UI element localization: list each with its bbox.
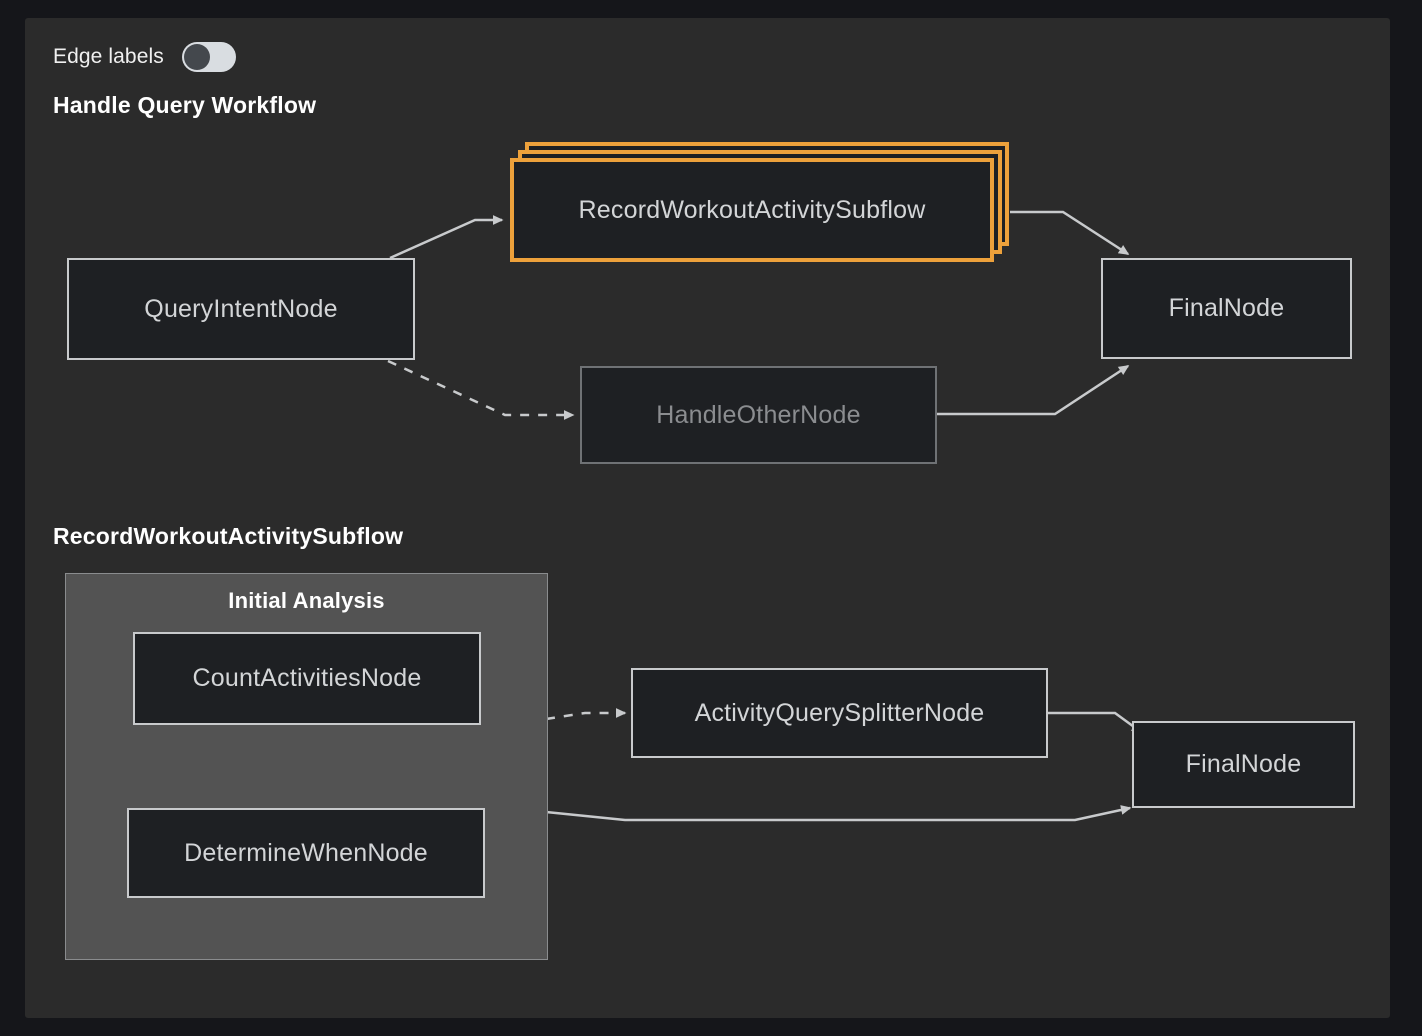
node-handle-other-node[interactable]: HandleOtherNode	[580, 366, 937, 464]
node-query-intent-node[interactable]: QueryIntentNode	[67, 258, 415, 360]
node-count-activities-node[interactable]: CountActivitiesNode	[133, 632, 481, 725]
node-activity-query-splitter-node[interactable]: ActivityQuerySplitterNode	[631, 668, 1048, 758]
node-label: QueryIntentNode	[144, 294, 338, 323]
node-determine-when-node[interactable]: DetermineWhenNode	[127, 808, 485, 898]
cluster-label-initial-analysis: Initial Analysis	[228, 588, 385, 613]
node-label: HandleOtherNode	[656, 400, 861, 429]
node-label: ActivityQuerySplitterNode	[694, 698, 985, 727]
edge-labels-toggle[interactable]	[181, 42, 236, 72]
section-title-handle-query-workflow: Handle Query Workflow	[53, 92, 317, 118]
diagram-panel: Edge labels Handle Query Workflow Record…	[25, 18, 1390, 1018]
edge-queryintent-to-subflow	[389, 215, 504, 260]
node-label: DetermineWhenNode	[184, 838, 428, 867]
toolbar: Edge labels	[53, 42, 236, 72]
edge-subflow-to-finalnode	[1010, 210, 1130, 256]
node-label: RecordWorkoutActivitySubflow	[578, 195, 926, 224]
toggle-knob	[183, 44, 210, 70]
node-label: FinalNode	[1185, 750, 1302, 778]
node-label: FinalNode	[1168, 294, 1285, 322]
section-title-record-workout-activity-subflow: RecordWorkoutActivitySubflow	[53, 523, 404, 549]
edge-handleother-to-finalnode	[937, 364, 1130, 416]
node-final-node-section1[interactable]: FinalNode	[1101, 258, 1352, 359]
node-record-workout-activity-subflow[interactable]: RecordWorkoutActivitySubflow	[510, 158, 994, 262]
edge-splitter-to-finalnode	[1048, 711, 1143, 734]
edge-queryintent-to-handleother	[387, 359, 575, 420]
node-final-node-section2[interactable]: FinalNode	[1132, 721, 1355, 808]
edge-labels-label: Edge labels	[53, 45, 164, 68]
edge-countactivities-to-splitter	[545, 708, 627, 721]
node-label: CountActivitiesNode	[192, 664, 422, 692]
edge-determinewhen-to-finalnode	[545, 805, 1132, 822]
